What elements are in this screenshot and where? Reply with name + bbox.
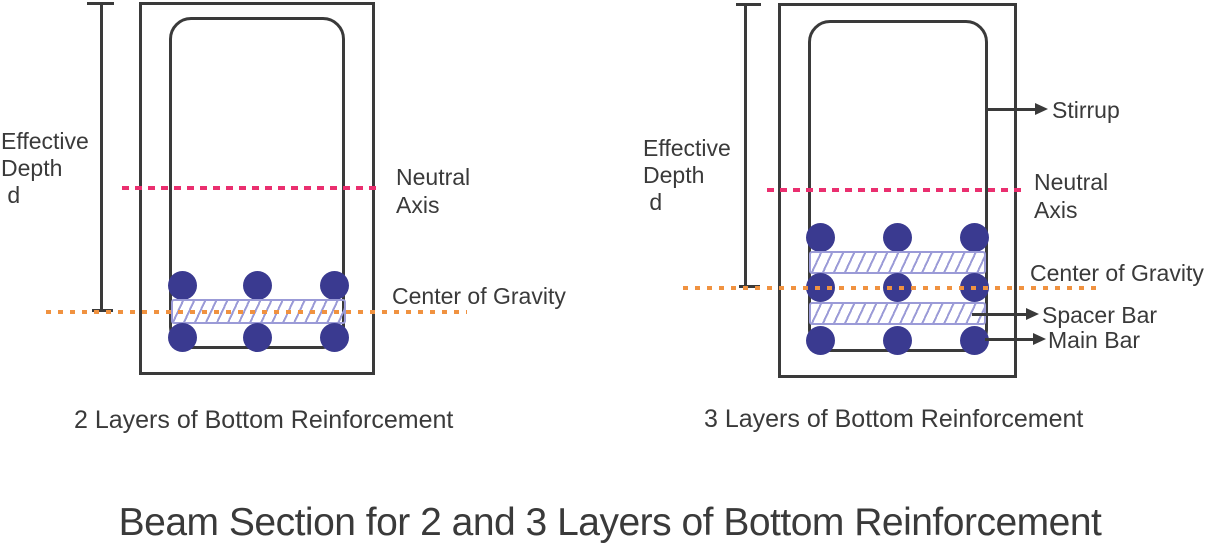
diagram-title: Beam Section for 2 and 3 Layers of Botto…: [118, 501, 1102, 544]
main-bar-arrow-head: [1033, 333, 1046, 345]
spacer-bar-right-1: [809, 251, 986, 274]
main-bar-arrow-line: [985, 338, 1035, 341]
center-of-gravity-line-right: [683, 286, 1103, 290]
dimension-line-left: [100, 3, 103, 311]
effective-depth-label-left: Effective Depth d: [1, 128, 89, 208]
effective-depth-label-right: Effective Depth d: [643, 135, 731, 215]
center-of-gravity-line-left: [46, 310, 467, 314]
rebar-circle: [242, 270, 272, 300]
rebar-circle: [959, 222, 989, 252]
dimension-tick-top-right: [736, 3, 761, 6]
center-of-gravity-label-right: Center of Gravity: [1030, 260, 1204, 286]
rebar-circle: [805, 222, 835, 252]
rebar-circle: [242, 322, 272, 352]
rebar-circle: [167, 322, 197, 352]
center-of-gravity-label-left: Center of Gravity: [392, 283, 566, 309]
spacer-bar-arrow-head: [1026, 308, 1039, 320]
spacer-bar-label: Spacer Bar: [1042, 302, 1158, 328]
rebar-circle: [319, 270, 349, 300]
neutral-axis-line-left: [122, 186, 381, 190]
rebar-circle: [882, 222, 912, 252]
stirrup-arrow-line: [988, 108, 1037, 111]
neutral-axis-line-right: [767, 188, 1022, 192]
spacer-bar-arrow-line: [972, 313, 1027, 316]
rebar-circle: [805, 325, 835, 355]
main-bar-label: Main Bar: [1048, 327, 1141, 353]
dimension-line-right: [744, 4, 747, 287]
caption-left: 2 Layers of Bottom Reinforcement: [74, 406, 454, 434]
neutral-axis-label-left: Neutral Axis: [396, 164, 471, 218]
rebar-circle: [167, 270, 197, 300]
rebar-circle: [319, 322, 349, 352]
neutral-axis-label-right: Neutral Axis: [1034, 169, 1109, 223]
stirrup-arrow-head: [1035, 103, 1048, 115]
caption-right: 3 Layers of Bottom Reinforcement: [704, 405, 1084, 433]
spacer-bar-right-2: [809, 302, 986, 325]
rebar-circle: [882, 325, 912, 355]
rebar-circle: [959, 325, 989, 355]
stirrup-label: Stirrup: [1052, 97, 1120, 123]
dimension-tick-top-left: [87, 2, 114, 5]
